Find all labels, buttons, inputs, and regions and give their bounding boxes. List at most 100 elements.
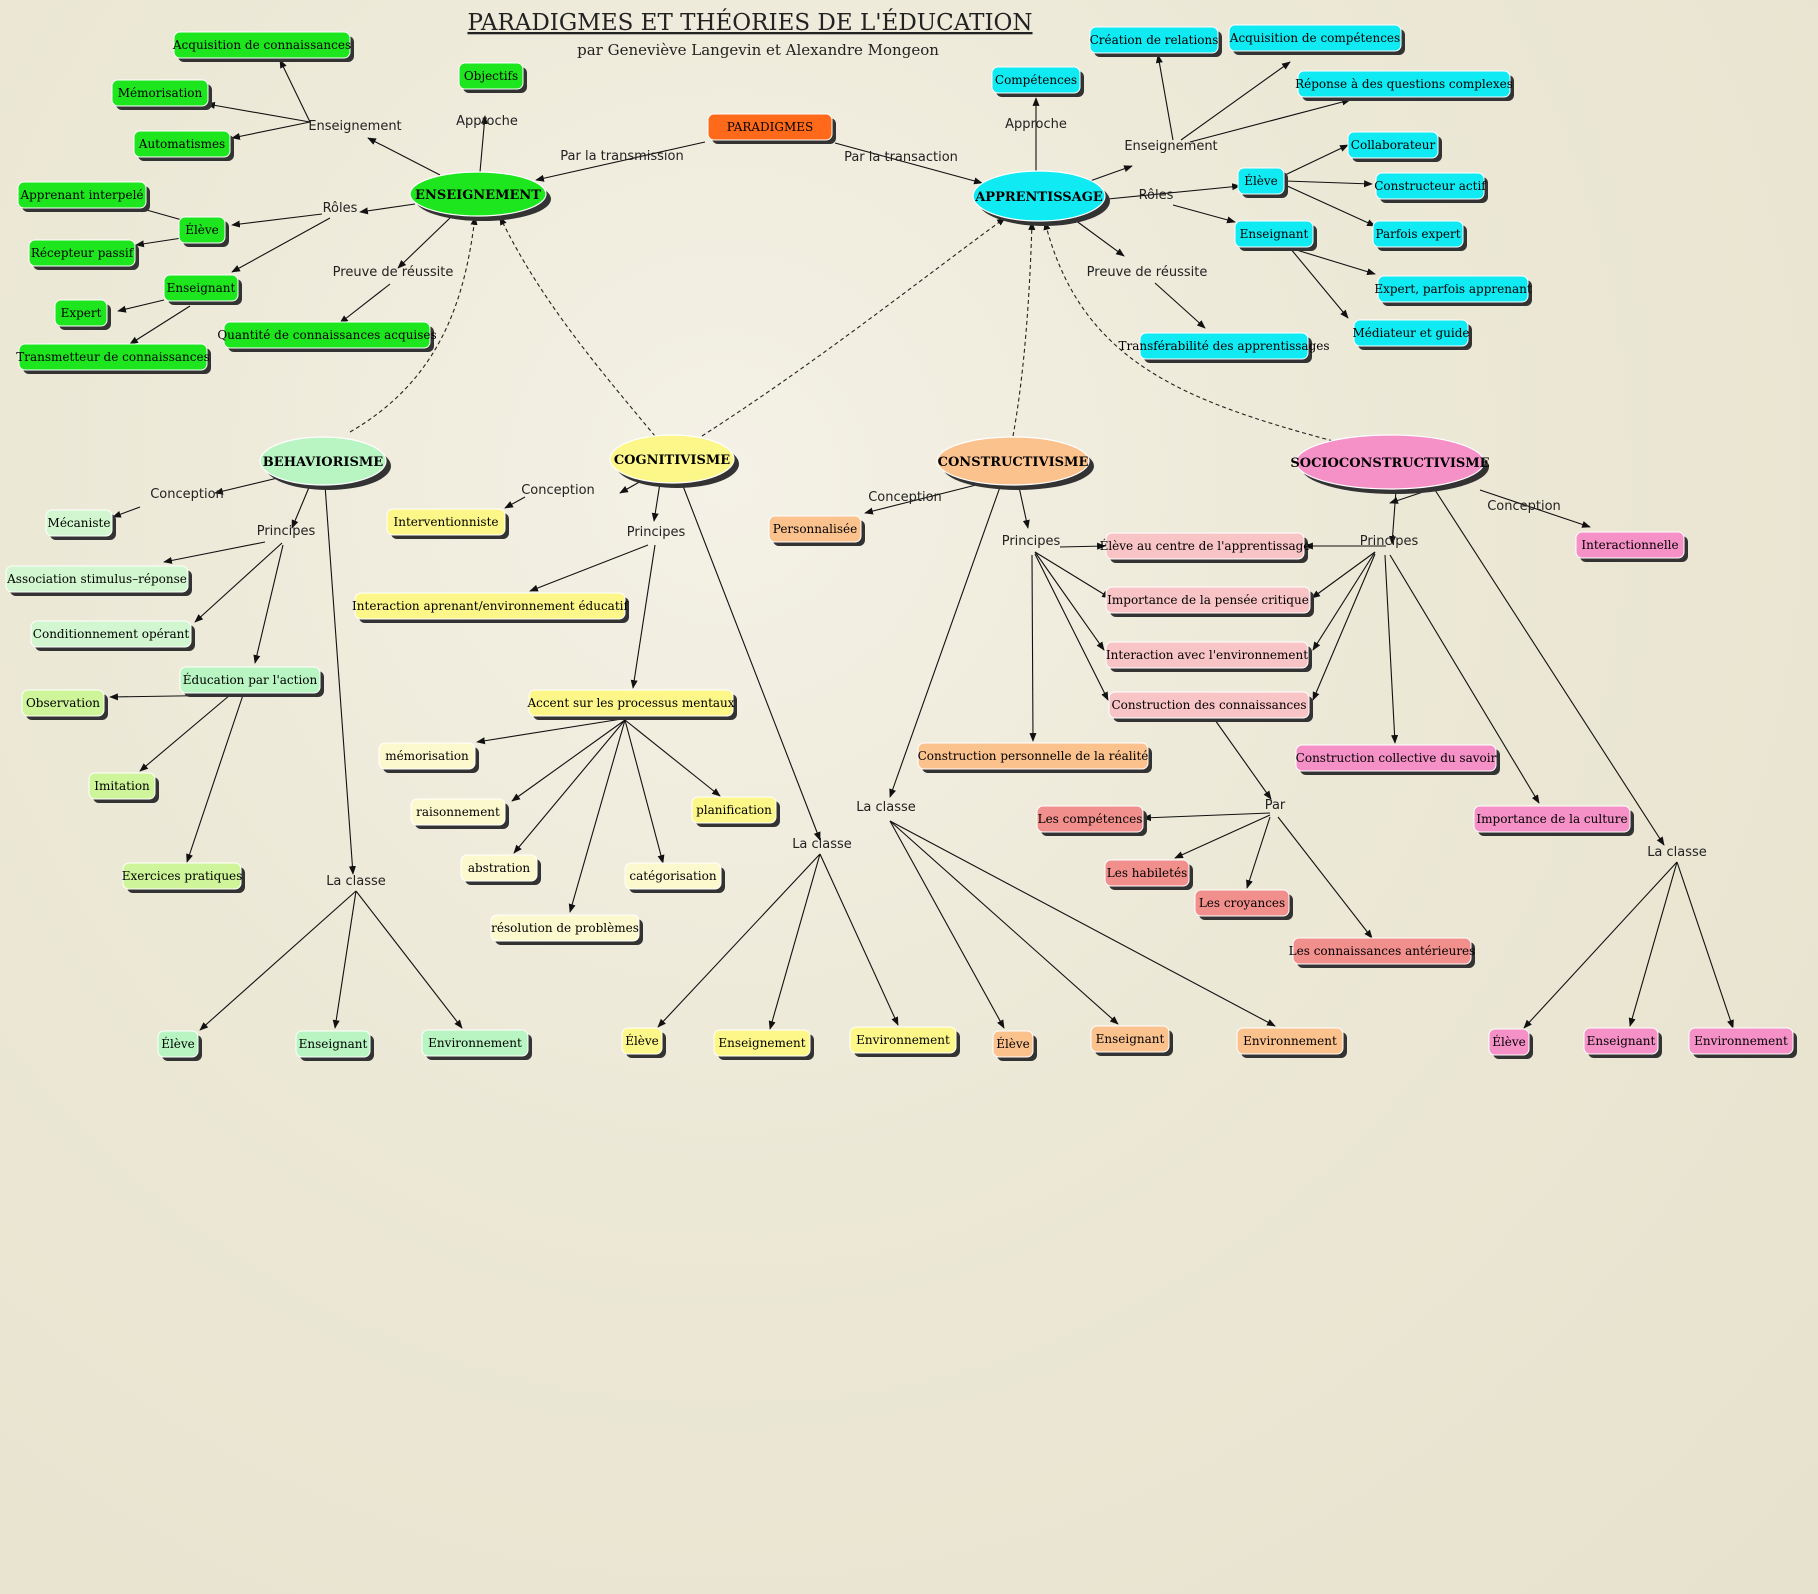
node-s-cult[interactable]: Importance de la culture [1473,805,1634,836]
node-label: Accent sur les processus mentaux [526,696,734,710]
node-k-comp[interactable]: Les compétences [1036,805,1147,836]
node-c-accent[interactable]: Accent sur les processus mentaux [526,689,737,720]
node-b-meca[interactable]: Mécaniste [45,509,116,540]
link-label-par-transaction: Par la transaction [844,150,958,165]
map-subtitle: par Geneviève Langevin et Alexandre Mong… [577,41,939,59]
node-a-med[interactable]: Médiateur et guide [1352,319,1472,350]
link-label-b-principes: Principes [257,524,316,539]
node-k-croy[interactable]: Les croyances [1194,889,1293,920]
concept-constructivisme[interactable]: CONSTRUCTIVISME [936,436,1094,490]
node-c-inter[interactable]: Interaction aprenant/environnement éduca… [352,592,629,623]
node-k-eleve[interactable]: Élève [992,1030,1037,1061]
node-label: Éducation par l'action [183,672,318,687]
node-e-mem[interactable]: Mémorisation [111,79,212,110]
node-a-const[interactable]: Constructeur actif [1374,172,1488,203]
concept-apprentissage[interactable]: APPRENTISSAGE [972,170,1110,226]
node-b-cond[interactable]: Conditionnement opérant [30,620,195,651]
node-k-ens[interactable]: Enseignant [1090,1025,1173,1056]
link-label-s-principes: Principes [1360,534,1419,549]
node-k-pensee[interactable]: Importance de la pensée critique [1105,586,1314,617]
node-s-ens[interactable]: Enseignant [1583,1027,1662,1058]
node-b-obs[interactable]: Observation [21,689,108,720]
node-b-assoc[interactable]: Association stimulus–réponse [5,565,192,596]
node-a-expa[interactable]: Expert, parfois apprenant [1374,275,1532,306]
node-paradigmes[interactable]: PARADIGMES [707,113,836,144]
node-c-memo[interactable]: mémorisation [378,742,479,773]
node-label: Quantité de connaissances acquises [217,328,436,342]
node-s-env[interactable]: Environnement [1688,1027,1797,1058]
node-label: Transmetteur de connaissances [16,350,209,364]
node-b-env[interactable]: Environnement [421,1029,532,1060]
node-e-auto[interactable]: Automatismes [133,130,234,161]
link-label-k-par: Par [1265,798,1286,813]
node-c-resol[interactable]: résolution de problèmes [490,914,643,945]
node-e-acq[interactable]: Acquisition de connaissances [172,31,354,62]
node-s-eleve[interactable]: Élève [1488,1028,1533,1059]
link-label-par-transmission: Par la transmission [560,149,683,164]
node-e-passif[interactable]: Récepteur passif [28,239,139,270]
node-a-collab[interactable]: Collaborateur [1347,131,1442,162]
node-a-eleve[interactable]: Élève [1237,167,1288,198]
node-a-acqc[interactable]: Acquisition de compétences [1228,24,1405,55]
node-label: Expert, parfois apprenant [1374,282,1532,296]
node-label: Environnement [1694,1034,1788,1048]
node-label: Conditionnement opérant [33,627,190,641]
node-k-env[interactable]: Environnement [1236,1027,1347,1058]
node-a-comp[interactable]: Compétences [991,66,1084,97]
node-e-eleve[interactable]: Élève [178,216,229,247]
node-b-exer[interactable]: Exercices pratiques [122,862,245,893]
node-e-trans[interactable]: Transmetteur de connaissances [16,343,211,374]
node-a-crea[interactable]: Création de relations [1089,26,1222,57]
node-c-interv[interactable]: Interventionniste [386,508,509,539]
concept-label: ENSEIGNEMENT [415,188,541,203]
node-label: raisonnement [416,805,500,819]
node-label: Interventionniste [394,515,499,529]
node-label: Expert [61,306,102,320]
node-k-constr[interactable]: Construction des connaissances [1108,691,1313,722]
node-c-categ[interactable]: catégorisation [624,862,725,893]
node-k-real[interactable]: Construction personnelle de la réalité [917,742,1152,773]
node-a-ens[interactable]: Enseignant [1234,220,1317,251]
concept-enseignement[interactable]: ENSEIGNEMENT [409,171,551,221]
node-k-centre[interactable]: Élève au centre de l'apprentissage [1100,532,1311,563]
node-k-inter[interactable]: Interaction avec l'environnement [1105,641,1312,672]
node-label: Enseignant [1096,1032,1165,1046]
node-label: Compétences [995,73,1077,87]
concept-label: BEHAVIORISME [263,455,383,470]
node-b-imit[interactable]: Imitation [88,772,159,803]
node-e-interp[interactable]: Apprenant interpelé [17,181,150,212]
node-e-quant[interactable]: Quantité de connaissances acquises [217,321,437,352]
concept-behaviorisme[interactable]: BEHAVIORISME [259,436,391,490]
node-b-ens[interactable]: Enseignant [295,1030,374,1061]
node-label: Interaction avec l'environnement [1106,648,1308,662]
node-k-perso[interactable]: Personnalisée [768,515,865,546]
node-a-rep[interactable]: Réponse à des questions complexes [1295,70,1514,101]
node-label: Association stimulus–réponse [6,572,187,586]
concept-label: APPRENTISSAGE [974,190,1103,205]
node-c-ensm[interactable]: Enseignement [713,1029,814,1060]
node-e-obj[interactable]: Objectifs [458,62,527,93]
node-c-rais[interactable]: raisonnement [410,798,509,829]
node-label: Importance de la pensée critique [1107,593,1309,607]
node-b-educ[interactable]: Éducation par l'action [179,666,324,697]
node-c-plan[interactable]: planification [691,796,780,827]
node-e-expert[interactable]: Expert [54,299,111,330]
node-s-inter[interactable]: Interactionnelle [1575,531,1688,562]
node-a-parf[interactable]: Parfois expert [1372,220,1467,251]
node-c-eleve[interactable]: Élève [621,1027,666,1058]
node-e-ens[interactable]: Enseignant [163,274,242,305]
node-c-env[interactable]: Environnement [849,1026,960,1057]
node-s-coll[interactable]: Construction collective du savoir [1295,744,1500,775]
node-label: Transférabilité des apprentissages [1118,339,1329,353]
concept-cognitivisme[interactable]: COGNITIVISME [609,434,739,488]
node-k-hab[interactable]: Les habiletés [1104,859,1193,890]
node-k-conn[interactable]: Les connaissances antérieures [1289,937,1476,968]
node-b-eleve[interactable]: Élève [157,1030,202,1061]
node-a-transf[interactable]: Transférabilité des apprentissages [1118,332,1330,363]
node-label: Mécaniste [48,516,111,530]
node-label: Collaborateur [1351,138,1436,152]
node-label: résolution de problèmes [491,921,639,935]
node-c-abst[interactable]: abstration [460,854,541,885]
concept-socioconstructivisme[interactable]: SOCIOCONSTRUCTIVISME [1290,434,1490,494]
